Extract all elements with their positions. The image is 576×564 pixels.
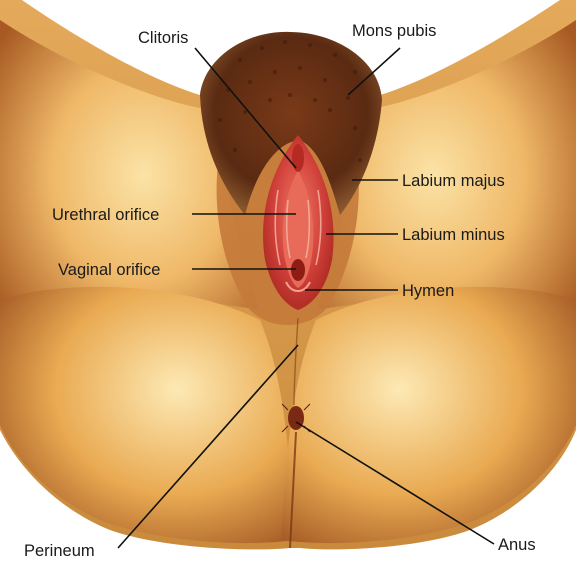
label-perineum: Perineum — [24, 542, 95, 560]
label-labium-majus: Labium majus — [402, 172, 505, 190]
label-vaginal-orifice: Vaginal orifice — [58, 261, 160, 279]
label-hymen: Hymen — [402, 282, 454, 300]
label-labium-minus: Labium minus — [402, 226, 505, 244]
label-mons-pubis: Mons pubis — [352, 22, 436, 40]
label-urethral-orifice: Urethral orifice — [52, 206, 159, 224]
clitoris-shape — [292, 144, 304, 172]
label-anus: Anus — [498, 536, 536, 554]
vaginal-opening — [291, 259, 305, 281]
label-clitoris: Clitoris — [138, 29, 188, 47]
anus-shape — [288, 406, 304, 430]
